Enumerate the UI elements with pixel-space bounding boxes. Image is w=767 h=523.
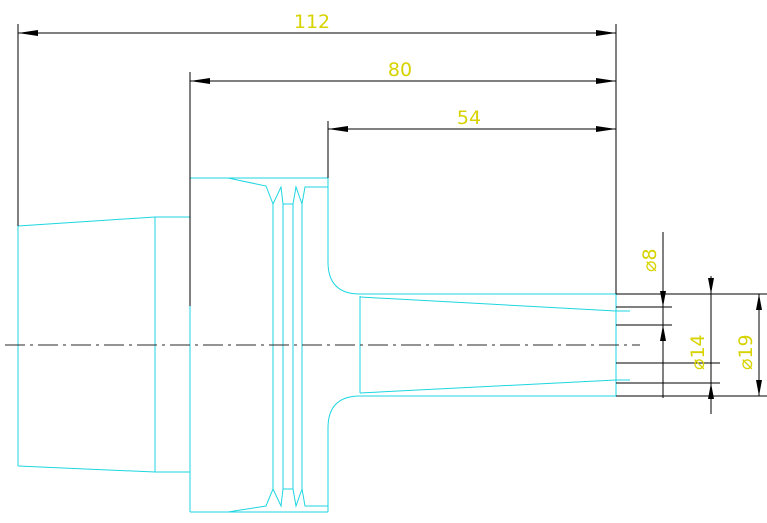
dim-text-112: 112 [294,11,330,33]
fillet-bottom [327,395,361,429]
bore-taper-bottom [359,379,617,394]
dim-text-80: 80 [388,59,412,81]
arrow-left-icon [18,30,38,36]
collar-top [301,186,328,205]
arrow-up-icon [660,325,666,341]
dimension-dia-19: ⌀19 [735,294,762,396]
arrow-down-icon [660,291,666,307]
dim-text-dia19: ⌀19 [735,334,757,370]
collar-bottom [301,488,328,507]
bore-taper-top [359,296,617,312]
shank-top-edge [17,216,190,227]
arrow-right-icon [596,78,616,84]
arrow-up-icon [708,383,714,399]
dimension-80: 80 [190,59,616,84]
dim-text-dia14: ⌀14 [687,334,709,370]
arrow-left-icon [190,78,210,84]
arrow-right-icon [596,30,616,36]
dim-text-54: 54 [457,107,481,129]
dimension-54: 54 [328,107,616,132]
arrow-up-icon [756,294,762,310]
groove-bottom [272,488,303,508]
arrow-down-icon [756,380,762,396]
dimension-112: 112 [18,11,616,36]
dimension-dia-8: ⌀8 [639,232,666,398]
shank-bottom-edge [17,465,190,473]
flange-top [190,177,274,513]
arrow-right-icon [596,126,616,132]
arrow-down-icon [708,278,714,294]
dim-text-dia8: ⌀8 [639,248,661,272]
groove-top [272,185,303,205]
fillet-top [327,261,361,295]
dimension-dia-14: ⌀14 [687,276,714,414]
part-outline [17,177,630,513]
arrow-left-icon [328,126,348,132]
